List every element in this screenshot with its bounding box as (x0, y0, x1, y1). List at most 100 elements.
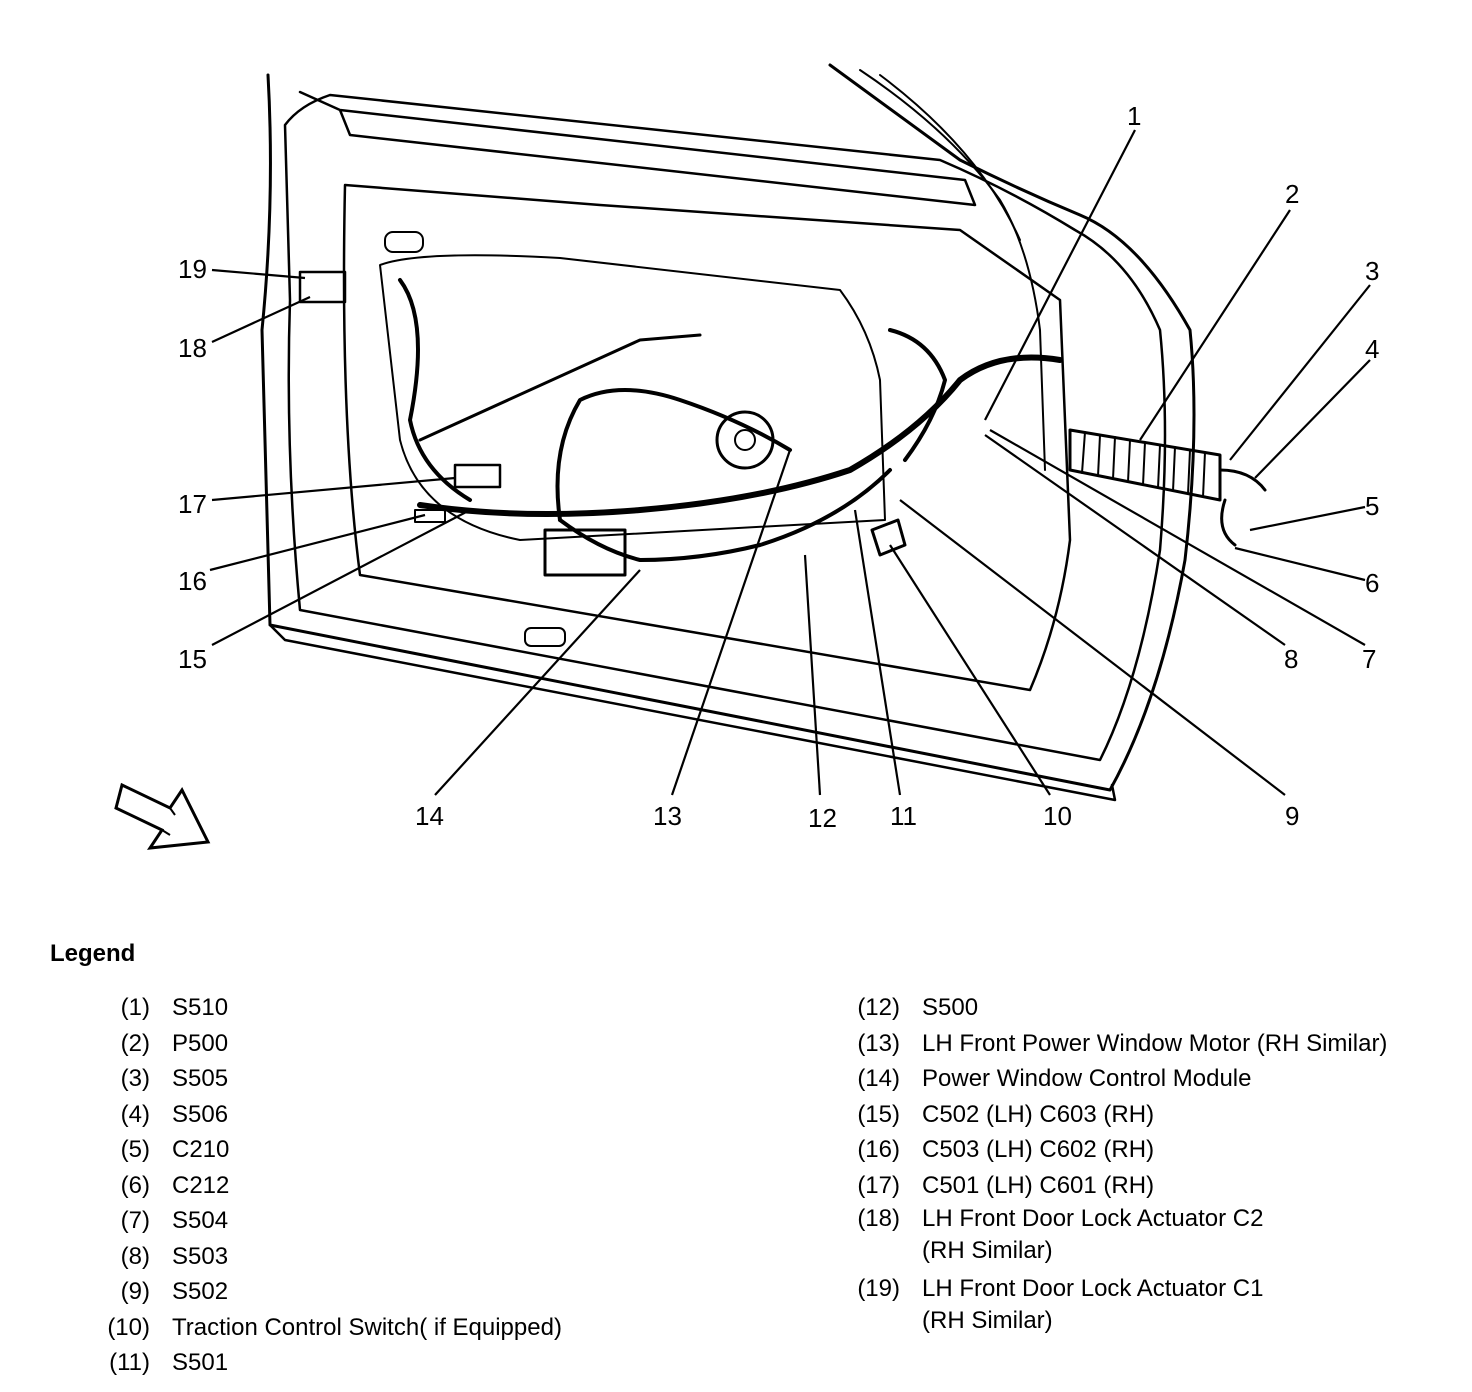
door-outer-shell (260, 63, 1196, 792)
callout-6: 6 (1365, 568, 1379, 598)
legend-item: (4) S506 (90, 1097, 562, 1133)
legend-item-number: (3) (120, 1065, 150, 1092)
legend-item: (13) LH Front Power Window Motor (RH Simi… (840, 1026, 1387, 1062)
harness-conduit (1068, 428, 1267, 547)
inner-panel (342, 183, 1072, 692)
callout-10: 10 (1043, 801, 1072, 831)
legend-item-text: C503 (LH) C602 (RH) (922, 1136, 1155, 1163)
legend-item: (3) S505 (90, 1061, 562, 1097)
connector-c501 (453, 463, 502, 489)
callout-14: 14 (415, 801, 444, 831)
callout-labels: 1 2 3 4 5 6 7 8 9 10 11 12 13 14 15 16 1… (178, 101, 1379, 833)
legend-right-column: (12) S500 (13) LH Front Power Window Motor … (840, 990, 1387, 1343)
legend-item-text: C210 (172, 1136, 230, 1163)
orientation-arrow-icon (114, 782, 211, 850)
callout-12: 12 (808, 803, 837, 833)
legend-item: (7) S504 (90, 1203, 562, 1239)
legend-item: (12) S500 (840, 990, 1387, 1026)
legend-item-number: (13) (857, 1029, 900, 1057)
legend-item: (10) Traction Control Switch( if Equipped… (90, 1310, 562, 1346)
legend-item: (1) S510 (90, 990, 562, 1026)
legend-item-number: (18) (857, 1205, 900, 1232)
legend-item-text: S500 (922, 994, 979, 1021)
legend-item-text: Traction Control Switch( if Equipped) (172, 1313, 562, 1341)
traction-switch (870, 518, 907, 557)
legend-item-text: P500 (172, 1029, 229, 1057)
callout-11: 11 (890, 801, 917, 831)
legend-item-text: Power Window Control Module (922, 1065, 1252, 1092)
legend-item: (8) S503 (90, 1239, 562, 1275)
legend-item-number: (7) (120, 1207, 150, 1234)
legend-item-number: (14) (857, 1065, 900, 1092)
legend-item-number: (8) (120, 1242, 150, 1270)
legend-item: (17) C501 (LH) C601 (RH) (840, 1168, 1387, 1204)
legend-item: (5) C210 (90, 1132, 562, 1168)
callout-3: 3 (1365, 256, 1379, 286)
legend-item-text: LH Front Door Lock Actuator C1 (RH Simil… (922, 1275, 1264, 1334)
callout-2: 2 (1285, 179, 1299, 209)
door-wiring-diagram: 1 2 3 4 5 6 7 8 9 10 11 12 13 14 15 16 1… (114, 63, 1379, 850)
leader-lines (209, 129, 1371, 796)
legend-item: (19) LH Front Door Lock Actuator C1 (RH S… (840, 1273, 1387, 1337)
callout-1: 1 (1127, 101, 1141, 131)
callout-15: 15 (178, 644, 207, 674)
legend-item-number: (9) (120, 1278, 150, 1305)
pillar-trim (859, 69, 1046, 471)
door-inner-edge (283, 93, 1167, 762)
harness-branch-right (888, 328, 947, 462)
legend-item-text: S501 (172, 1349, 229, 1376)
legend-item-number: (1) (120, 994, 150, 1021)
legend-item: (16)C503 (LH) C602 (RH) (840, 1132, 1387, 1168)
callout-17: 17 (178, 489, 207, 519)
legend-title: Legend (50, 940, 136, 967)
legend-item-text: C212 (172, 1171, 230, 1199)
legend-item-text: S510 (172, 994, 229, 1021)
legend-item-text: S503 (172, 1242, 229, 1270)
legend-item-text: LH Front Power Window Motor (RH Similar) (922, 1029, 1388, 1057)
harness-upper (398, 278, 472, 502)
legend-item: (18) LH Front Door Lock Actuator C2 (RH S… (840, 1203, 1387, 1267)
inner-panel-recess (379, 254, 886, 541)
legend-item-text: LH Front Door Lock Actuator C2 (RH Simil… (922, 1205, 1264, 1264)
callout-19: 19 (178, 254, 207, 284)
legend-item-number: (4) (120, 1100, 150, 1128)
legend-item-number: (5) (120, 1136, 150, 1163)
legend-item-text: C502 (LH) C603 (RH) (922, 1100, 1155, 1128)
legend-item: (9) S502 (90, 1274, 562, 1310)
harness-window-motor (555, 388, 792, 522)
legend-item-number: (15) (857, 1100, 900, 1128)
harness-lower (558, 468, 892, 562)
callout-4: 4 (1365, 334, 1379, 364)
legend-item: (6) C212 (90, 1168, 562, 1204)
legend-item-text: S502 (172, 1278, 229, 1305)
callout-8: 8 (1284, 644, 1298, 674)
legend-item-number: (12) (857, 994, 900, 1021)
legend-item-text: S504 (172, 1207, 229, 1234)
callout-9: 9 (1285, 801, 1299, 831)
legend-item-number: (11) (109, 1349, 150, 1376)
legend-item-text: C501 (LH) C601 (RH) (922, 1171, 1155, 1199)
legend-item: (14) Power Window Control Module (840, 1061, 1387, 1097)
callout-18: 18 (178, 333, 207, 363)
callout-16: 16 (178, 566, 207, 596)
legend-item: (2) P500 (90, 1026, 562, 1062)
callout-5: 5 (1365, 491, 1379, 521)
legend-item-number: (10) (107, 1313, 150, 1341)
callout-7: 7 (1362, 644, 1376, 674)
legend-item-number: (19) (857, 1275, 900, 1302)
legend-item: (11) S501 (90, 1345, 562, 1381)
legend-item-text: S505 (172, 1065, 229, 1092)
window-channel (298, 90, 977, 207)
harness-rod (418, 333, 702, 442)
legend-item-number: (17) (857, 1171, 900, 1199)
connector-c503 (414, 509, 446, 523)
door-bottom-sill (268, 623, 1117, 802)
connector-door-lock (298, 270, 347, 304)
callout-13: 13 (653, 801, 682, 831)
legend-left-column: (1) S510 (2) P500 (3) S505 (4) S506 (5) C210 (6) C2… (90, 990, 562, 1381)
window-motor (715, 410, 775, 470)
legend-item-number: (2) (120, 1029, 150, 1057)
legend-item: (15) C502 (LH) C603 (RH) (840, 1097, 1387, 1133)
legend-item-text: S506 (172, 1100, 229, 1128)
legend-item-number: (6) (120, 1171, 150, 1199)
